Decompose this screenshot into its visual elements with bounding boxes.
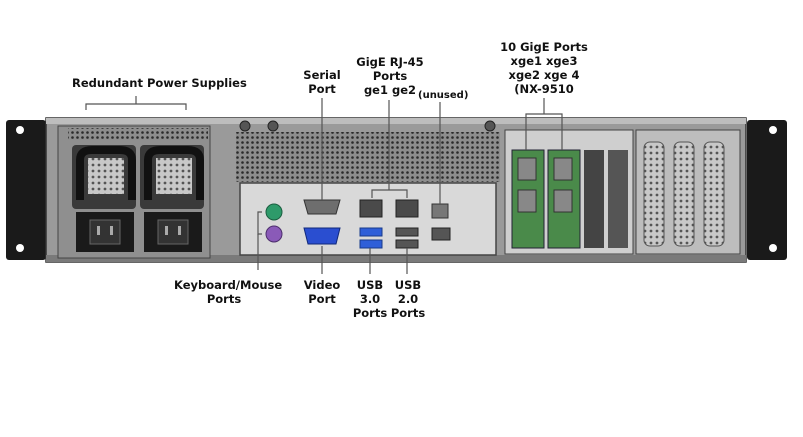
label-usb3-ports: USB 3.0 Ports — [352, 278, 388, 320]
label-gige-ports: GigE RJ-45 Ports ge1 ge2 — [356, 55, 424, 97]
label-usb2-ports: USB 2.0 Ports — [390, 278, 426, 320]
slot-cover — [673, 141, 695, 247]
label-serial-port: Serial Port — [303, 68, 341, 96]
power-supply-1 — [72, 145, 136, 252]
vga-port — [303, 227, 341, 245]
serial-port — [303, 199, 341, 215]
unused-port — [431, 203, 449, 219]
ps2-mouse-port — [265, 225, 283, 243]
vent-grille — [236, 132, 500, 182]
label-10gige-ports: 10 GigE Ports xge1 xge3 xge2 xge 4 (NX-9… — [500, 40, 588, 96]
label-power-supplies: Redundant Power Supplies — [72, 76, 247, 90]
power-supply-2 — [140, 145, 204, 252]
io-shield — [239, 182, 497, 256]
leader-lines — [85, 96, 563, 274]
right-rack-ear — [747, 120, 787, 260]
usb2-port — [395, 227, 419, 237]
thumb-screw-icon — [267, 120, 279, 132]
slot-cover — [703, 141, 725, 247]
usb2-port — [395, 239, 419, 249]
power-supply-bay — [57, 125, 211, 259]
label-keyboard-mouse-ports: Keyboard/Mouse Ports — [174, 278, 283, 306]
thumb-screw-icon — [239, 120, 251, 132]
slot-cover — [643, 141, 665, 247]
label-unused: (unused) — [418, 90, 469, 101]
thumb-screw-icon — [484, 120, 496, 132]
usb3-port — [359, 239, 383, 249]
label-video-port: Video Port — [303, 278, 341, 306]
expansion-slots — [504, 129, 741, 255]
gige-port-ge2 — [395, 199, 419, 218]
usb3-port — [359, 227, 383, 237]
gige-port-ge1 — [359, 199, 383, 218]
ps2-keyboard-port — [265, 203, 283, 221]
left-rack-ear — [6, 120, 46, 260]
unused-port — [431, 227, 451, 241]
